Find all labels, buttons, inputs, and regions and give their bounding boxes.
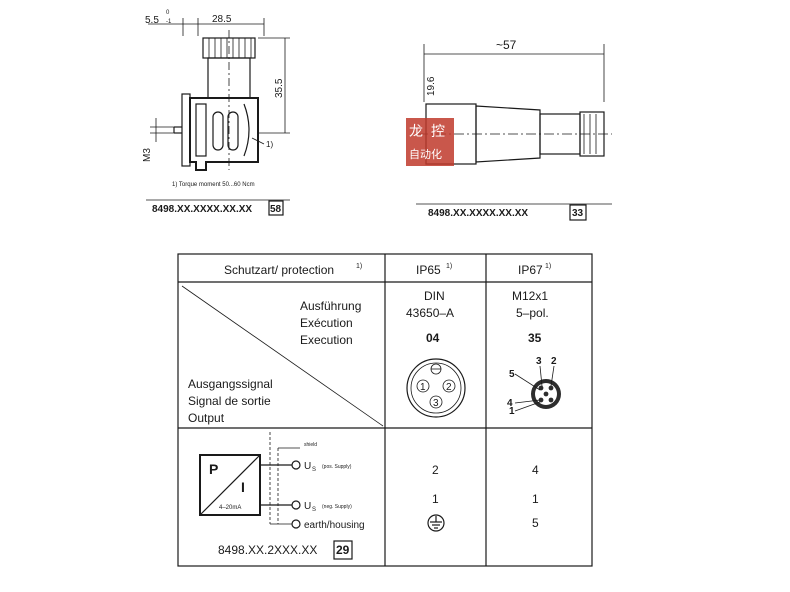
m12-pin-3: 3 (536, 356, 542, 367)
signal-label-en: Output (188, 411, 225, 425)
m12-connector-face: 1 2 3 4 5 (507, 356, 561, 417)
callout-note: 1) (266, 140, 273, 149)
variant-label-de: Ausführung (300, 299, 361, 313)
watermark-char-a: 龙 (409, 124, 423, 140)
col2-variant-line1: M12x1 (512, 289, 548, 303)
circuit-code-suffix: 29 (336, 543, 350, 557)
col2-header: IP67 (518, 263, 543, 277)
transmitter-p: P (209, 461, 218, 477)
m12-pin-5: 5 (509, 369, 515, 380)
right-connector-view: ~57 19.6 龙 控 自动化 8498.XX.XXXX.XX.XX 33 (406, 38, 612, 221)
col1-header-note: 1) (446, 263, 452, 270)
watermark-stamp (406, 118, 454, 166)
din-pin-3: 3 (433, 398, 439, 409)
table-header-label: Schutzart/ protection (224, 263, 334, 277)
dim-diameter: 19.6 (426, 76, 437, 96)
right-part-suffix: 33 (572, 208, 584, 219)
m12-pin-2: 2 (551, 356, 557, 367)
col1-code: 04 (426, 331, 440, 345)
dim-length: ~57 (496, 38, 517, 52)
din-connector-face: 1 2 3 (406, 358, 466, 418)
din-pin-1: 1 (420, 382, 426, 393)
spec-table: Schutzart/ protection 1) IP65 1) IP67 1)… (177, 253, 593, 567)
variant-label-fr: Exécution (300, 316, 353, 330)
wiring-circuit: P I 4–20mA shield U S (pos. Supply) U S … (199, 432, 365, 531)
us-pos-sub: S (312, 467, 316, 473)
us-neg-sub: S (312, 507, 316, 513)
col1-variant-line2: 43650–A (406, 306, 454, 320)
left-part-suffix: 58 (270, 204, 282, 215)
current-range: 4–20mA (219, 505, 241, 511)
table-header-note: 1) (356, 263, 362, 270)
col2-variant-line2: 5–pol. (516, 306, 549, 320)
col1-header: IP65 (416, 263, 441, 277)
dim-tol-bottom: -1 (166, 19, 172, 25)
dim-offset: 5.5 (145, 15, 159, 26)
col1-pin-pos: 2 (432, 463, 439, 477)
signal-label-fr: Signal de sortie (188, 394, 271, 408)
col2-pin-pos: 4 (532, 463, 539, 477)
transmitter-i: I (241, 479, 245, 495)
watermark-char-b: 控 (431, 124, 445, 140)
variant-label-en: Execution (300, 333, 353, 347)
us-pos-label: U (304, 461, 311, 472)
knurl-lines (208, 38, 252, 58)
dim-tol-top: 0 (166, 10, 170, 16)
col2-header-note: 1) (545, 263, 551, 270)
m12-pin-4: 4 (507, 398, 513, 409)
col2-pin-earth: 5 (532, 516, 539, 530)
right-part-code: 8498.XX.XXXX.XX.XX (428, 208, 528, 219)
col1-pin-neg: 1 (432, 492, 439, 506)
left-part-code: 8498.XX.XXXX.XX.XX (152, 204, 252, 215)
col2-pin-neg: 1 (532, 492, 539, 506)
din-pin-2: 2 (446, 382, 452, 393)
watermark-line2: 自动化 (409, 147, 442, 161)
torque-footnote: 1) Torque moment 50...60 Ncm (172, 182, 255, 188)
circuit-code: 8498.XX.2XXX.XX (218, 543, 317, 557)
dim-width: 28.5 (212, 14, 232, 25)
signal-label-de: Ausgangssignal (188, 377, 273, 391)
pos-supply-label: (pos. Supply) (322, 464, 352, 470)
m12-pin-1: 1 (509, 406, 515, 417)
col1-variant-line1: DIN (424, 289, 445, 303)
earth-label: earth/housing (304, 520, 365, 531)
dim-height: 35.5 (274, 78, 285, 98)
transmitter-box (199, 454, 261, 516)
left-side-view: 5.5 0 -1 28.5 (142, 10, 290, 216)
dim-thread: M3 (142, 148, 153, 162)
shield-label: shield (304, 442, 317, 448)
earth-ground-icon (427, 514, 445, 532)
neg-supply-label: (neg. Supply) (322, 504, 352, 510)
us-neg-label: U (304, 501, 311, 512)
col2-code: 35 (528, 331, 542, 345)
